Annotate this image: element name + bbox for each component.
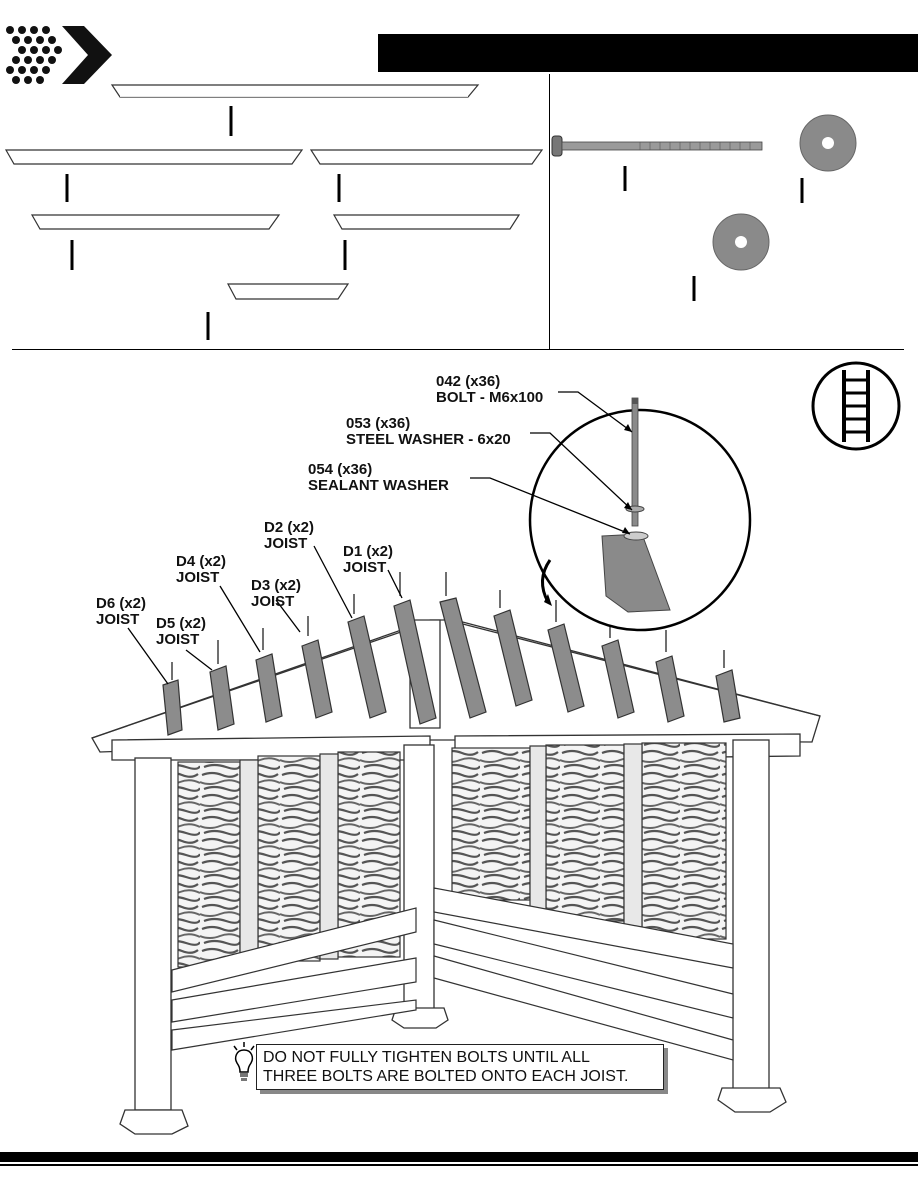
parts-divider-horizontal [12,349,904,350]
joist-part-d4 [30,214,281,230]
joist-parts [4,84,544,300]
callout-joist-d6: D6 (x2) JOIST [96,596,146,628]
callout-joist-d3-name: JOIST [251,593,295,610]
callout-joist-d4-code: D4 (x2) [176,553,227,570]
parts-divider-vertical [549,74,550,350]
callout-sealant-washer-name: SEALANT WASHER [308,477,449,494]
callout-joist-d2-code: D2 (x2) [264,519,315,536]
callout-joist-d1-name: JOIST [343,559,387,576]
callout-joist-d5-name: JOIST [156,631,200,648]
brand-logo [6,26,112,84]
tip-note-line-2: THREE BOLTS ARE BOLTED ONTO EACH JOIST. [263,1068,629,1085]
callout-steel-washer-code: 053 (x36) [346,415,411,432]
roof-joists [162,597,741,736]
ladder-icon [811,361,901,451]
callout-joist-d4: D4 (x2) JOIST [176,554,226,586]
callout-bolt-code: 042 (x36) [436,373,501,390]
callout-joist-d6-code: D6 (x2) [96,595,147,612]
left-wall [171,751,417,1051]
gazebo-assembly-drawing [91,391,821,1135]
callout-joist-d1-code: D1 (x2) [343,543,394,560]
callout-steel-washer-name: STEEL WASHER - 6x20 [346,431,511,448]
callout-bolt: 042 (x36) BOLT - M6x100 [436,374,543,406]
callout-joist-d3: D3 (x2) JOIST [251,578,301,610]
callout-steel-washer: 053 (x36) STEEL WASHER - 6x20 [346,416,511,448]
callout-joist-d1: D1 (x2) JOIST [343,544,393,576]
callout-joist-d2: D2 (x2) JOIST [264,520,314,552]
steel-washer-part [799,114,857,172]
sealant-washer-part [712,213,770,271]
joist-part-d5 [332,214,521,230]
callout-sealant-washer: 054 (x36) SEALANT WASHER [308,462,449,494]
callout-joist-d3-code: D3 (x2) [251,577,302,594]
bolt-part [551,135,763,157]
joist-part-d2 [4,149,304,165]
callout-sealant-washer-code: 054 (x36) [308,461,373,478]
detail-magnifier [528,397,752,632]
tip-note: DO NOT FULLY TIGHTEN BOLTS UNTIL ALL THR… [256,1044,664,1090]
callout-joist-d5-code: D5 (x2) [156,615,207,632]
joist-part-d6 [227,283,350,300]
lightbulb-icon [233,1042,255,1081]
header-bar [378,34,918,72]
parts-list [4,84,857,340]
footer-line [0,1164,918,1166]
right-wall [433,742,734,1061]
callout-bolt-name: BOLT - M6x100 [436,389,544,406]
callout-joist-d2-name: JOIST [264,535,308,552]
footer-bar [0,1152,918,1162]
posts [119,739,787,1135]
joist-part-d1 [110,84,480,98]
leader-lines [127,391,633,685]
joist-part-d3 [309,149,544,165]
callout-joist-d5: D5 (x2) JOIST [156,616,206,648]
callout-joist-d4-name: JOIST [176,569,220,586]
tip-note-line-1: DO NOT FULLY TIGHTEN BOLTS UNTIL ALL [263,1049,590,1066]
callout-joist-d6-name: JOIST [96,611,140,628]
